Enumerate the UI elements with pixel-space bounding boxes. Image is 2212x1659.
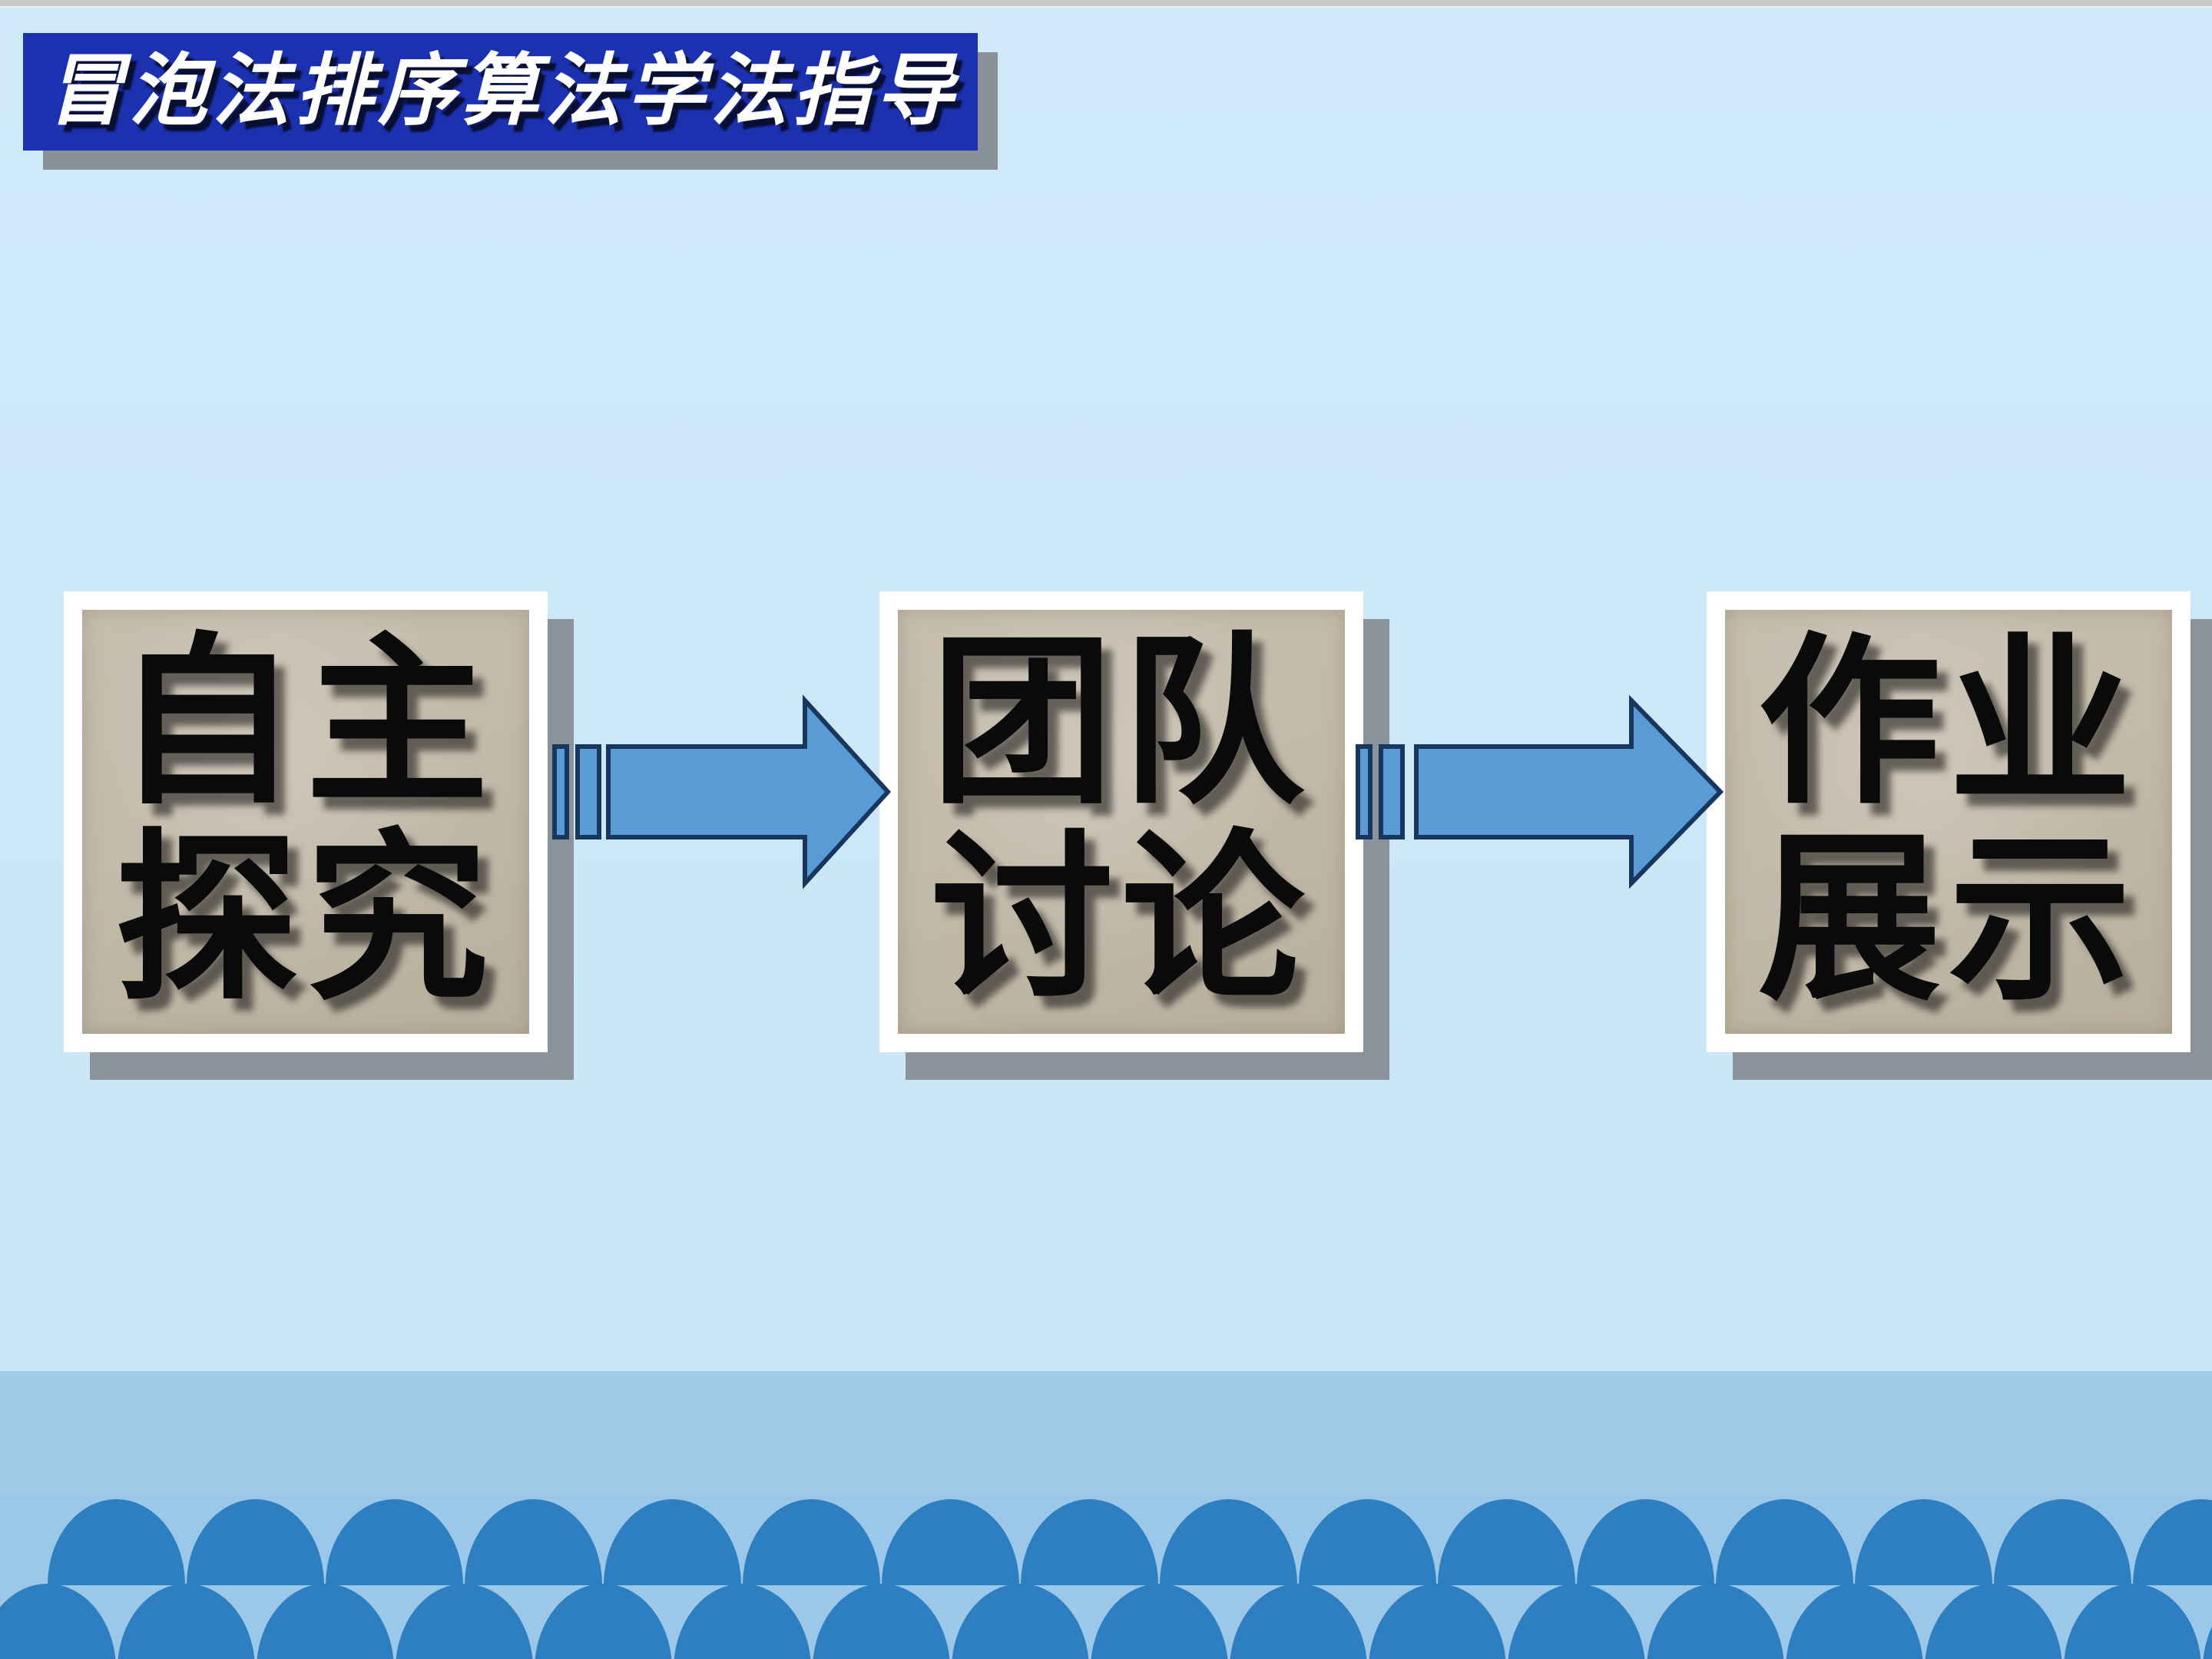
scallop-dome xyxy=(1647,1584,1784,1659)
arrow-body xyxy=(606,694,892,889)
scallop-dome xyxy=(2133,1499,2212,1585)
step-label-line: 讨论 xyxy=(931,818,1312,1022)
scallop-dome xyxy=(1786,1584,1923,1659)
step-label-line: 团队 xyxy=(931,621,1312,825)
title-banner: 冒泡法排序算法学法指导 xyxy=(23,33,978,151)
step-label-line: 自主 xyxy=(115,621,496,825)
step-card-homework-showcase: 作业 展示 xyxy=(1707,591,2190,1052)
scallop-dome xyxy=(257,1584,394,1659)
step-label-line: 探究 xyxy=(115,818,496,1022)
scallop-dome xyxy=(465,1499,602,1585)
scallop-dome xyxy=(187,1499,324,1585)
scallop-dome xyxy=(1438,1499,1575,1585)
scallop-dome xyxy=(1160,1499,1297,1585)
scallop-dome xyxy=(326,1499,463,1585)
step-label-line: 作业 xyxy=(1758,621,2139,825)
step-card-independent-inquiry: 自主 探究 xyxy=(64,591,548,1052)
scallop-dome xyxy=(1716,1499,1853,1585)
step-card-surface: 团队 讨论 xyxy=(898,610,1345,1034)
page-title: 冒泡法排序算法学法指导 xyxy=(46,48,959,135)
scallop-dome xyxy=(48,1499,185,1585)
scallop-dome xyxy=(1994,1499,2131,1585)
scallop-dome xyxy=(1925,1584,2062,1659)
scallop-dome xyxy=(813,1584,950,1659)
window-top-edge xyxy=(0,0,2212,8)
scallop-row-top xyxy=(0,1499,2212,1585)
scallop-dome xyxy=(604,1499,741,1585)
scallop-dome xyxy=(674,1584,811,1659)
arrow-body xyxy=(1414,694,1724,889)
scallop-dome xyxy=(1369,1584,1506,1659)
scallop-dome xyxy=(2064,1584,2201,1659)
step-card-team-discussion: 团队 讨论 xyxy=(879,591,1363,1052)
scallop-dome xyxy=(1577,1499,1714,1585)
scallop-dome xyxy=(1091,1584,1228,1659)
scallop-dome xyxy=(1508,1584,1645,1659)
scallop-dome xyxy=(743,1499,880,1585)
scallop-dome xyxy=(1855,1499,1992,1585)
step-card-surface: 作业 展示 xyxy=(1725,610,2172,1034)
arrow-speed-bar-thick xyxy=(575,744,601,839)
scallop-dome xyxy=(118,1584,255,1659)
step-label-line: 展示 xyxy=(1758,818,2139,1022)
right-arrow-icon xyxy=(1356,694,1724,889)
scallop-dome xyxy=(2203,1584,2212,1659)
scallop-dome xyxy=(882,1499,1019,1585)
right-arrow-icon xyxy=(552,694,892,889)
scallop-dome xyxy=(1230,1584,1367,1659)
scallop-dome xyxy=(535,1584,672,1659)
scallop-dome xyxy=(0,1584,116,1659)
step-card-surface: 自主 探究 xyxy=(82,610,529,1034)
scallop-dome xyxy=(1299,1499,1436,1585)
scallop-dome xyxy=(1021,1499,1158,1585)
scallop-dome xyxy=(396,1584,533,1659)
scallop-row-bottom xyxy=(0,1584,2212,1659)
scallop-dome xyxy=(952,1584,1089,1659)
